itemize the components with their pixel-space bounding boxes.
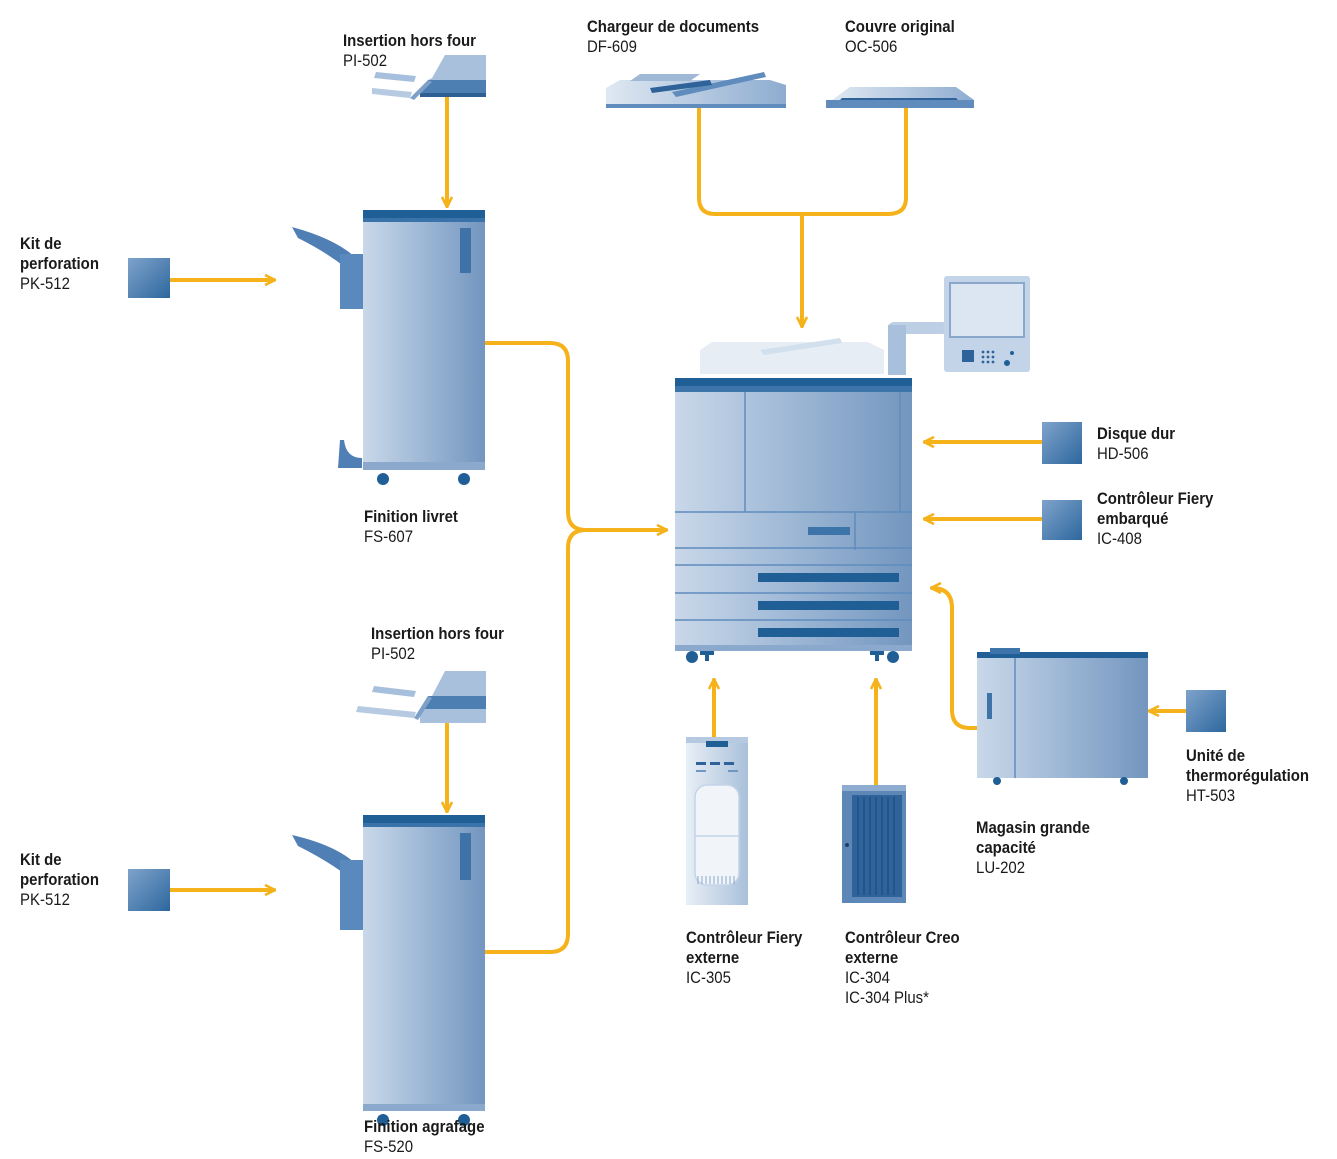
label-code: IC-304 IC-304 Plus*	[845, 968, 929, 1007]
label-code: OC-506	[845, 37, 898, 56]
label-ic408: Contrôleur Fiery embarqué IC-408	[1097, 489, 1229, 549]
label-title: Contrôleur Fiery externe	[686, 928, 803, 967]
insertion-pi502-bottom-device	[356, 671, 486, 723]
finisher-fs607-device	[292, 210, 485, 485]
label-title: Kit de perforation	[20, 850, 99, 889]
connector-fs520-to-main	[483, 528, 588, 954]
label-pi502-bottom: Insertion hors four PI-502	[371, 624, 522, 664]
connector-fs607-to-main	[483, 341, 668, 530]
label-code: IC-305	[686, 968, 731, 987]
label-title: Finition livret	[364, 507, 458, 526]
label-pk512-bottom: Kit de perforation PK-512	[20, 850, 110, 910]
label-ht503: Unité de thermorégulation HT-503	[1186, 746, 1326, 806]
punch-kit-pk512-top-device	[128, 258, 170, 298]
insertion-pi502-top-device	[372, 55, 486, 100]
creo-external-ic304-device	[842, 785, 906, 903]
label-code: HD-506	[1097, 444, 1149, 463]
label-title: Magasin grande capacité	[976, 818, 1090, 857]
label-title: Contrôleur Creo externe	[845, 928, 960, 967]
label-code: PI-502	[371, 644, 416, 663]
label-code: FS-607	[364, 527, 414, 546]
label-code: IC-408	[1097, 529, 1142, 548]
label-ic304: Contrôleur Creo externe IC-304 IC-304 Pl…	[845, 928, 975, 1008]
fiery-external-ic305-device	[686, 737, 748, 905]
connectors	[168, 93, 1188, 954]
label-title: Unité de thermorégulation	[1186, 746, 1310, 785]
punch-kit-pk512-bottom-device	[128, 869, 170, 911]
label-code: PK-512	[20, 274, 70, 293]
hard-disk-hd506-device	[1042, 422, 1082, 464]
fiery-embedded-ic408-device	[1042, 500, 1082, 540]
label-title: Couvre original	[845, 17, 955, 36]
label-code: HT-503	[1186, 786, 1236, 805]
label-code: LU-202	[976, 858, 1026, 877]
label-title: Disque dur	[1097, 424, 1176, 443]
original-cover-oc506-device	[826, 87, 974, 108]
label-oc506: Couvre original OC-506	[845, 17, 970, 57]
label-title: Chargeur de documents	[587, 17, 760, 36]
label-fs607: Finition livret FS-607	[364, 507, 471, 547]
main-print-engine-device	[675, 276, 1030, 663]
connector-lu-to-main	[932, 588, 980, 730]
label-lu202: Magasin grande capacité LU-202	[976, 818, 1105, 878]
large-capacity-unit-lu202-device	[977, 648, 1148, 785]
label-title: Insertion hors four	[371, 624, 504, 643]
label-df609: Chargeur de documents DF-609	[587, 17, 783, 57]
label-ic305: Contrôleur Fiery externe IC-305	[686, 928, 818, 988]
label-title: Insertion hors four	[343, 31, 476, 50]
label-code: PK-512	[20, 890, 70, 909]
label-title: Kit de perforation	[20, 234, 99, 273]
label-hd506: Disque dur HD-506	[1097, 424, 1186, 464]
label-title: Contrôleur Fiery embarqué	[1097, 489, 1214, 528]
label-code: PI-502	[343, 51, 388, 70]
label-code: DF-609	[587, 37, 637, 56]
document-feeder-df609-device	[606, 72, 786, 108]
finisher-fs520-device	[292, 815, 485, 1126]
connector-df-oc-to-main	[697, 106, 908, 326]
label-pk512-top: Kit de perforation PK-512	[20, 234, 110, 294]
thermoregulation-ht503-device	[1186, 690, 1226, 732]
label-fs520: Finition agrafage FS-520	[364, 1117, 501, 1157]
label-code: FS-520	[364, 1137, 414, 1156]
label-pi502-top: Insertion hors four PI-502	[343, 31, 494, 71]
label-title: Finition agrafage	[364, 1117, 485, 1136]
